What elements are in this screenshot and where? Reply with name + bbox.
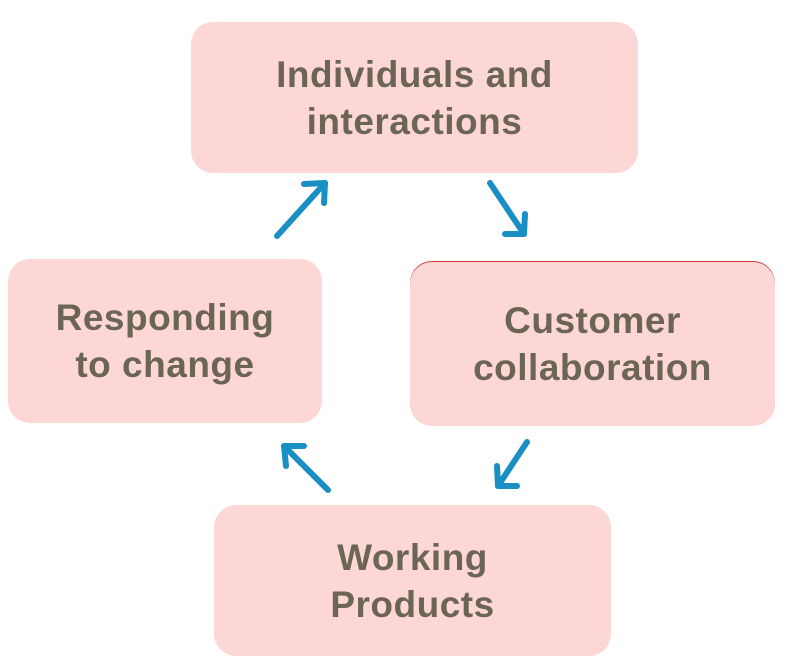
node-individuals-and-interactions: Individuals and interactions <box>191 22 638 173</box>
node-label: Individuals and interactions <box>276 51 553 145</box>
arrow-left-to-top <box>274 180 328 239</box>
node-customer-collaboration: Customer collaboration <box>410 262 775 426</box>
node-label-line1: Individuals and <box>276 53 553 95</box>
node-label-line2: Products <box>330 583 495 625</box>
node-label-line1: Responding <box>55 297 275 338</box>
node-label: Working Products <box>330 534 494 628</box>
arrow-bottom-to-left <box>281 443 331 493</box>
node-label-line2: collaboration <box>473 347 712 388</box>
node-label-line2: interactions <box>306 100 523 142</box>
arrow-right-to-bottom <box>494 439 530 489</box>
node-label-line1: Working <box>337 536 488 578</box>
node-label-line2: to change <box>75 344 255 385</box>
node-label-line1: Customer <box>504 300 681 341</box>
node-label: Responding to change <box>56 294 275 388</box>
node-working-products: Working Products <box>214 505 611 656</box>
arrow-top-to-right <box>487 180 528 237</box>
node-label: Customer collaboration <box>473 297 712 391</box>
node-responding-to-change: Responding to change <box>8 259 322 423</box>
